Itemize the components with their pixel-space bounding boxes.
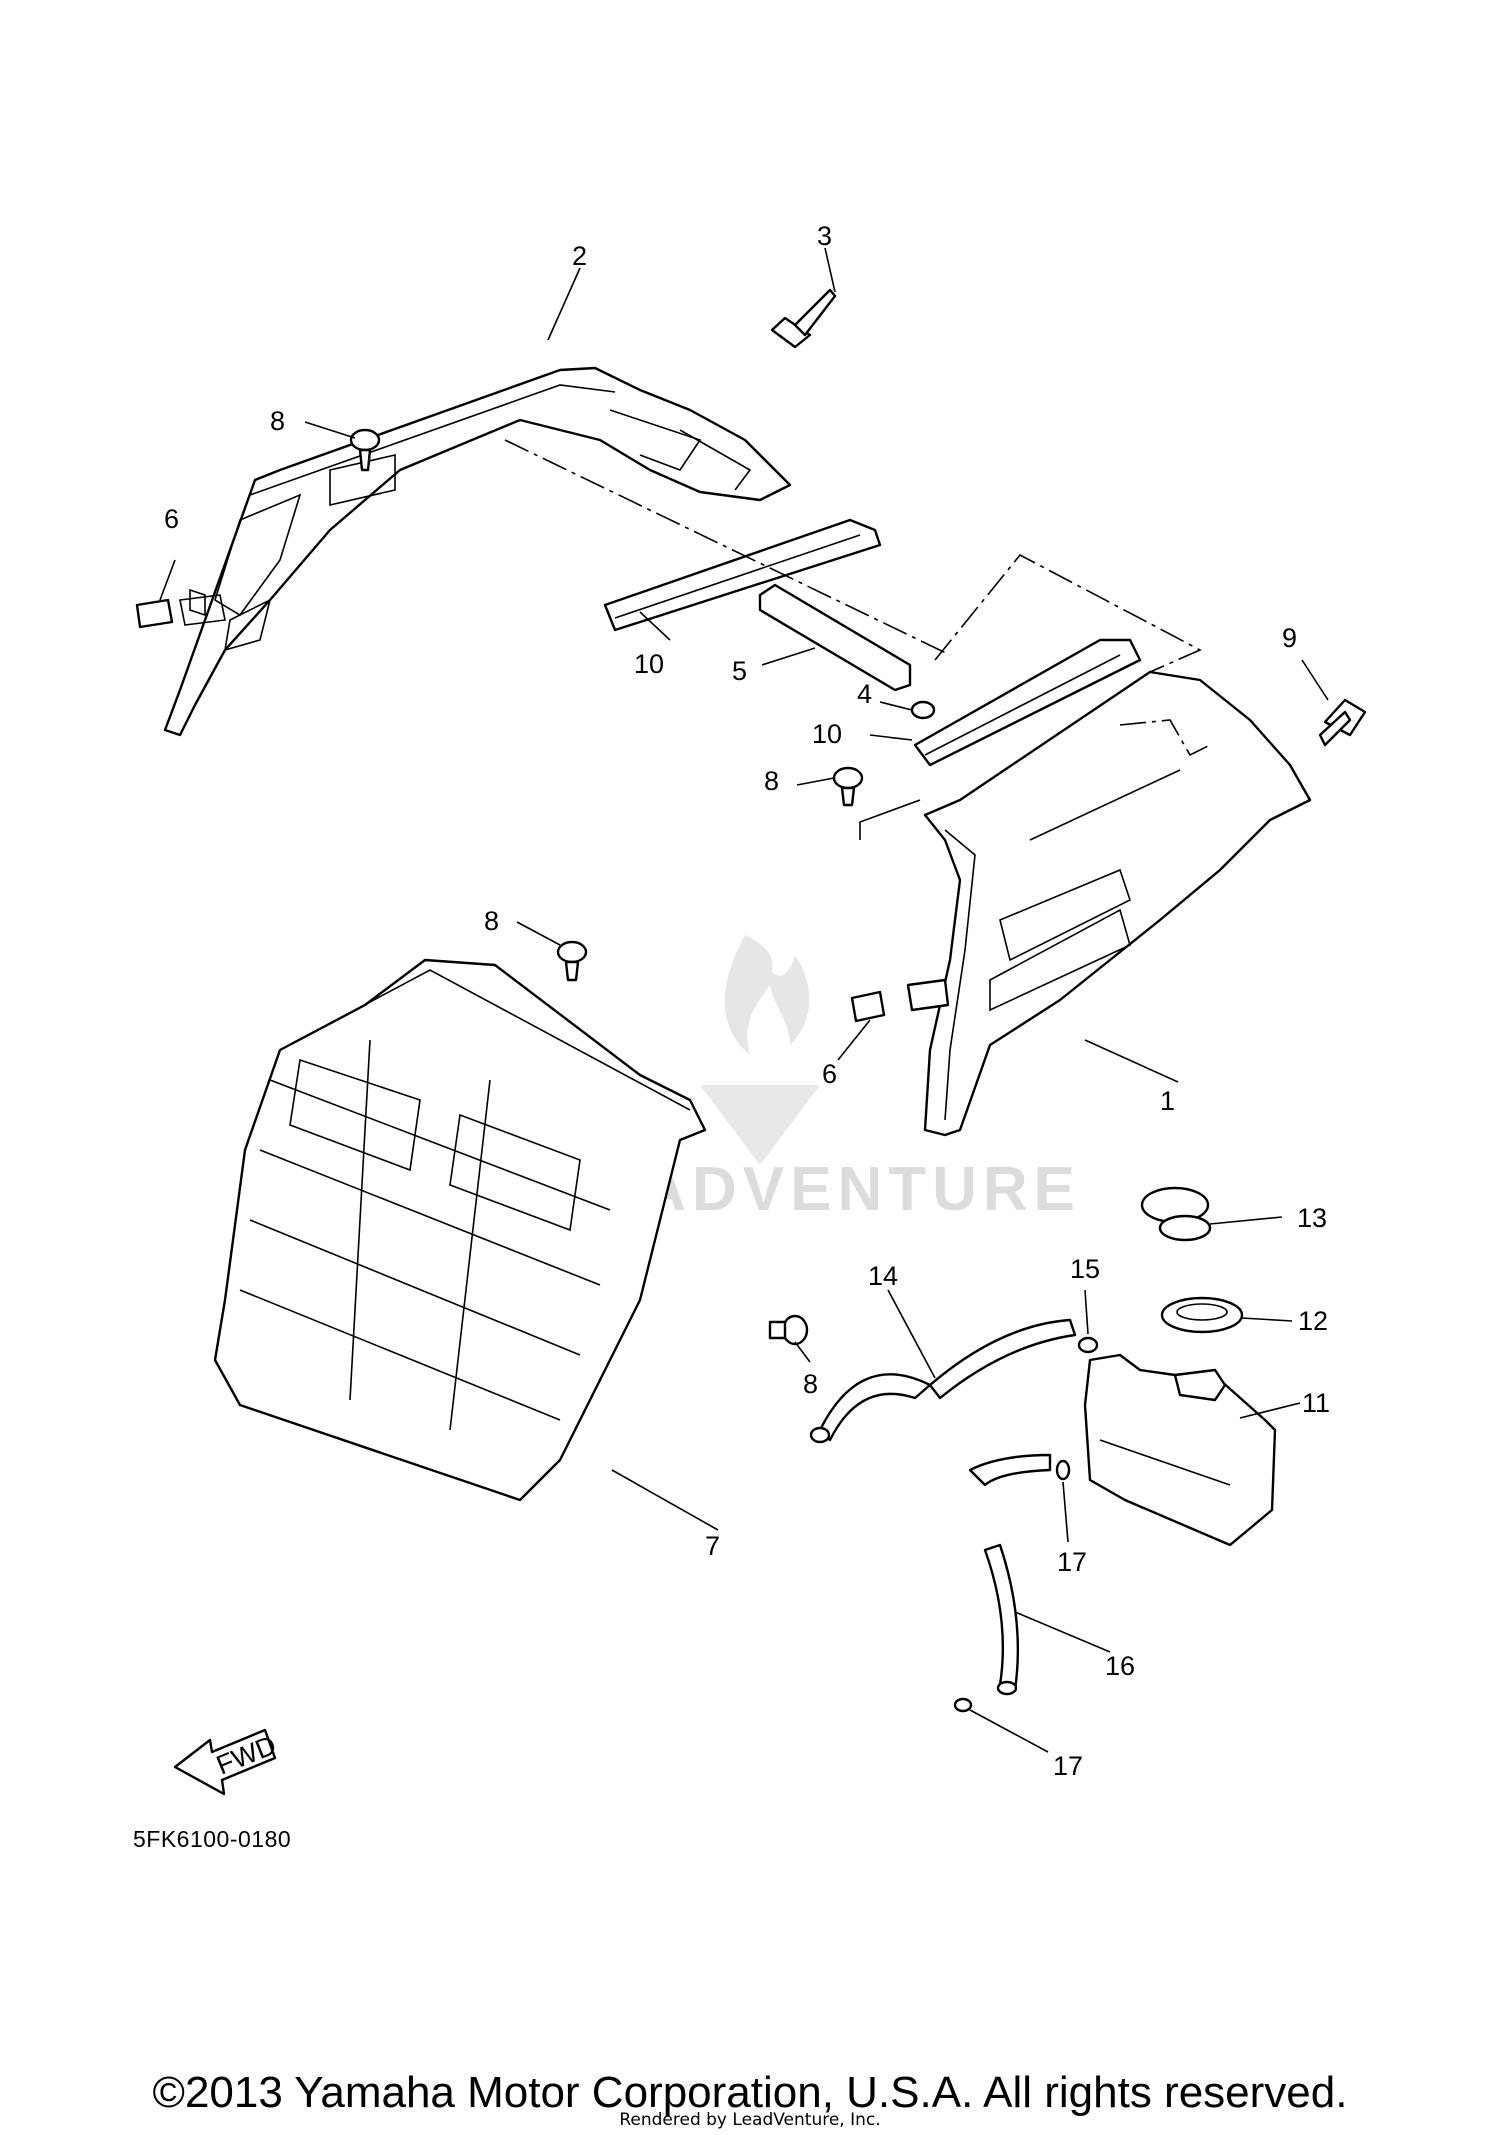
part-6-clip-left (135, 598, 174, 629)
part-17-clamp-upper (1055, 1459, 1071, 1481)
callout-3: 3 (817, 221, 832, 251)
part-14-hose (809, 1318, 1077, 1444)
callout-16: 16 (1105, 1651, 1135, 1681)
callout-6-right: 6 (822, 1059, 837, 1089)
part-7-grille (213, 958, 707, 1502)
part-12-ring (1160, 1296, 1244, 1334)
part-6-clip-right (850, 978, 950, 1023)
v-logo-icon (700, 1085, 820, 1165)
assembly-line-3 (1119, 719, 1211, 757)
part-2-upper-cowl (163, 366, 792, 737)
callout-13: 13 (1297, 1203, 1327, 1233)
part-15-clamp (1077, 1336, 1099, 1354)
diagram-code: 5FK6100-0180 (133, 1826, 292, 1852)
callout-8-top: 8 (270, 406, 285, 436)
part-16-hose (968, 1453, 1052, 1696)
callout-10-upper: 10 (634, 649, 664, 679)
part-8-screw-grille-side (768, 1314, 809, 1346)
callout-11: 11 (1302, 1388, 1330, 1418)
callout-7: 7 (705, 1531, 720, 1561)
callout-4: 4 (857, 679, 872, 709)
callout-8-grille-top: 8 (484, 906, 499, 936)
part-10-seal-strip-lower (913, 638, 1142, 767)
callout-8-middle: 8 (764, 766, 779, 796)
callout-labels: 1 2 3 4 5 6 6 7 8 8 8 8 9 10 10 11 12 13… (164, 221, 1330, 1781)
part-8-screw-middle (832, 766, 864, 807)
copyright-notice: ©2013 Yamaha Motor Corporation, U.S.A. A… (152, 2068, 1348, 2117)
assembly-line-2 (934, 553, 1202, 673)
part-17-clamp-lower (953, 1697, 973, 1713)
assembly-line-1 (504, 439, 951, 656)
assembly-line-4 (859, 799, 921, 840)
part-9-bolt (1318, 698, 1367, 747)
part-3-rivet (770, 288, 837, 349)
leader-lines (159, 247, 1329, 1753)
callout-10-lower: 10 (812, 719, 842, 749)
callout-1: 1 (1160, 1086, 1175, 1116)
part-4-nut (910, 700, 936, 720)
flame-icon (724, 935, 810, 1055)
callout-8-grille-side: 8 (803, 1369, 818, 1399)
part-10-seal-strip-upper (603, 518, 882, 632)
part-5-foam-block (758, 583, 912, 692)
callout-2: 2 (572, 241, 587, 271)
callout-6-left: 6 (164, 504, 179, 534)
callout-17-upper: 17 (1057, 1547, 1087, 1577)
part-13-cap (1140, 1186, 1212, 1242)
part-8-screw-top (349, 428, 381, 472)
rendered-by-note: Rendered by LeadVenture, Inc. (619, 2110, 881, 2130)
part-8-screw-grille-top (556, 940, 588, 982)
part-11-reservoir-tank (1083, 1353, 1277, 1547)
callout-14: 14 (868, 1261, 898, 1291)
part-1-side-cowl (923, 670, 1312, 1137)
callout-15: 15 (1070, 1254, 1100, 1284)
fwd-arrow-icon: FWD (173, 1728, 280, 1796)
callout-9: 9 (1282, 623, 1297, 653)
callout-17-lower: 17 (1053, 1751, 1083, 1781)
callout-12: 12 (1298, 1306, 1328, 1336)
callout-5: 5 (732, 656, 747, 686)
